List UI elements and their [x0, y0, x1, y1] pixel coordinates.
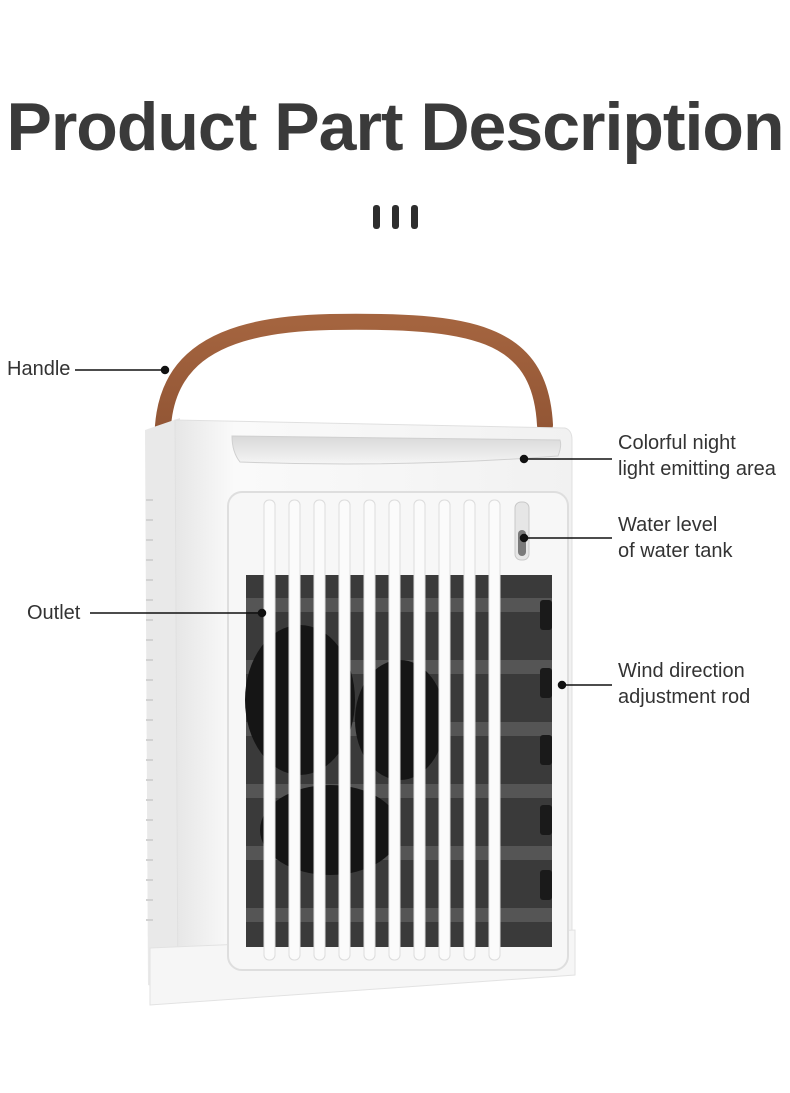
bar-icon [392, 205, 399, 229]
side-ridges [146, 499, 153, 921]
label-handle: Handle [7, 358, 71, 380]
bar-icon [373, 205, 380, 229]
label-wind-rod-line1: Wind direction [618, 660, 745, 682]
label-night-light-line1: Colorful night [618, 432, 736, 454]
page-title: Product Part Description [6, 89, 784, 165]
label-night-light: Colorful night light emitting area [618, 430, 776, 482]
label-wind-rod-line2: adjustment rod [618, 686, 751, 708]
label-water-level-line2: of water tank [618, 540, 733, 562]
handle-strap [154, 313, 553, 488]
night-light-area [231, 435, 562, 465]
label-wind-rod: Wind direction adjustment rod [618, 658, 750, 710]
label-water-level-line1: Water level [618, 514, 718, 536]
bar-icon [411, 205, 418, 229]
label-water-level: Water level of water tank [618, 512, 733, 564]
grill-bars [263, 499, 501, 961]
label-night-light-line2: light emitting area [618, 458, 776, 480]
label-outlet: Outlet [27, 602, 81, 624]
divider-bars-icon [373, 205, 419, 229]
wind-rod-knobs [540, 600, 552, 900]
